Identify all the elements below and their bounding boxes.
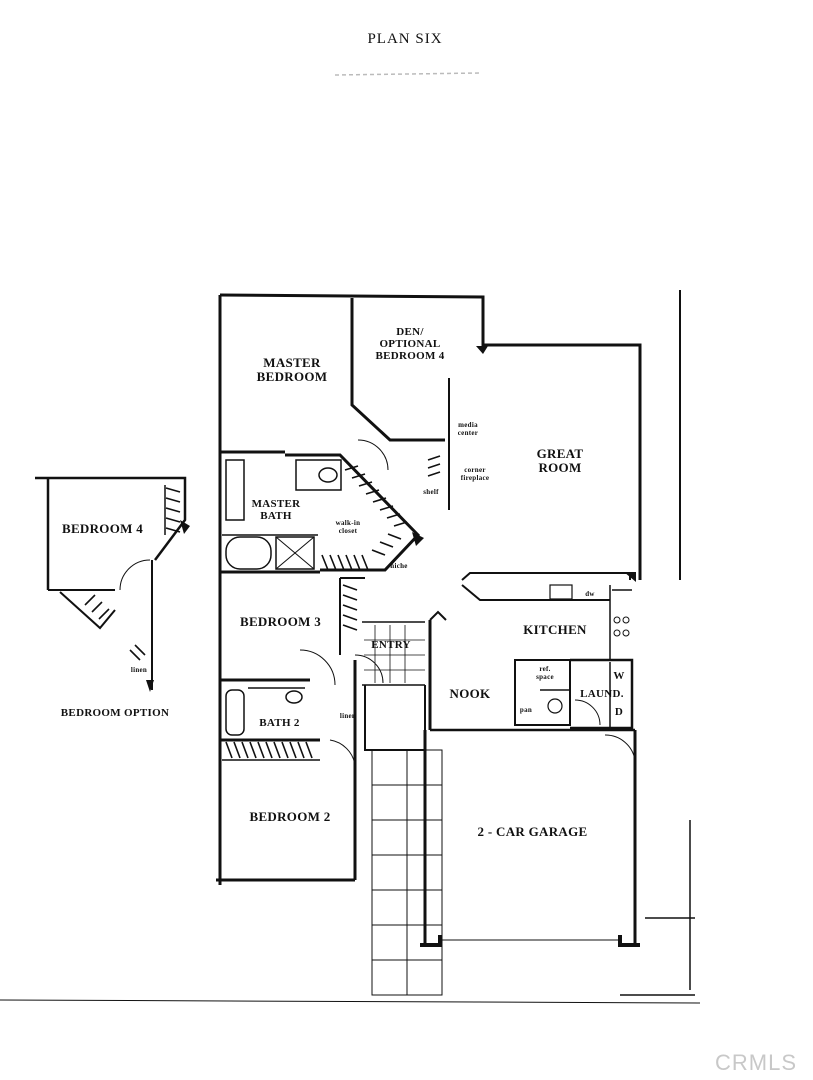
exterior-wall (219, 293, 642, 580)
room-nook: NOOK (449, 686, 491, 701)
label-media-center: media center (457, 421, 479, 437)
label-linen-option: linen (130, 666, 148, 674)
label-washer: W (613, 670, 625, 682)
room-bedroom-2: BEDROOM 2 (249, 809, 331, 824)
label-niche: niche (390, 562, 408, 570)
room-laundry: LAUND. (580, 688, 624, 700)
room-great-room: GREAT ROOM (536, 446, 584, 476)
label-linen: linen (339, 712, 357, 720)
bedroom-option-caption: BEDROOM OPTION (60, 707, 170, 719)
room-master-bath: MASTER BATH (251, 498, 301, 523)
watermark: CRMLS (715, 1050, 798, 1075)
room-entry: ENTRY (371, 639, 411, 651)
room-walk-in-closet: walk-in closet (335, 519, 361, 535)
room-kitchen: KITCHEN (523, 622, 587, 637)
label-corner-fireplace: corner fireplace (460, 466, 490, 482)
label-shelf: shelf (423, 488, 439, 496)
room-bedroom-3: BEDROOM 3 (239, 614, 322, 629)
room-garage: 2 - CAR GARAGE (477, 824, 588, 839)
label-dw: dw (585, 590, 595, 598)
room-master-bedroom: MASTER BEDROOM (256, 355, 328, 385)
label-pan: pan (519, 706, 533, 714)
plan-title: PLAN SIX (367, 31, 443, 47)
label-dryer: D (614, 706, 624, 718)
room-bath-2: BATH 2 (259, 717, 300, 729)
label-ref-space: ref. space (536, 665, 554, 681)
closet-hatch (225, 741, 313, 759)
room-bedroom-4-option: BEDROOM 4 (61, 521, 144, 536)
bedroom-option-walls (35, 476, 187, 561)
room-den: DEN/ OPTIONAL BEDROOM 4 (375, 326, 445, 363)
